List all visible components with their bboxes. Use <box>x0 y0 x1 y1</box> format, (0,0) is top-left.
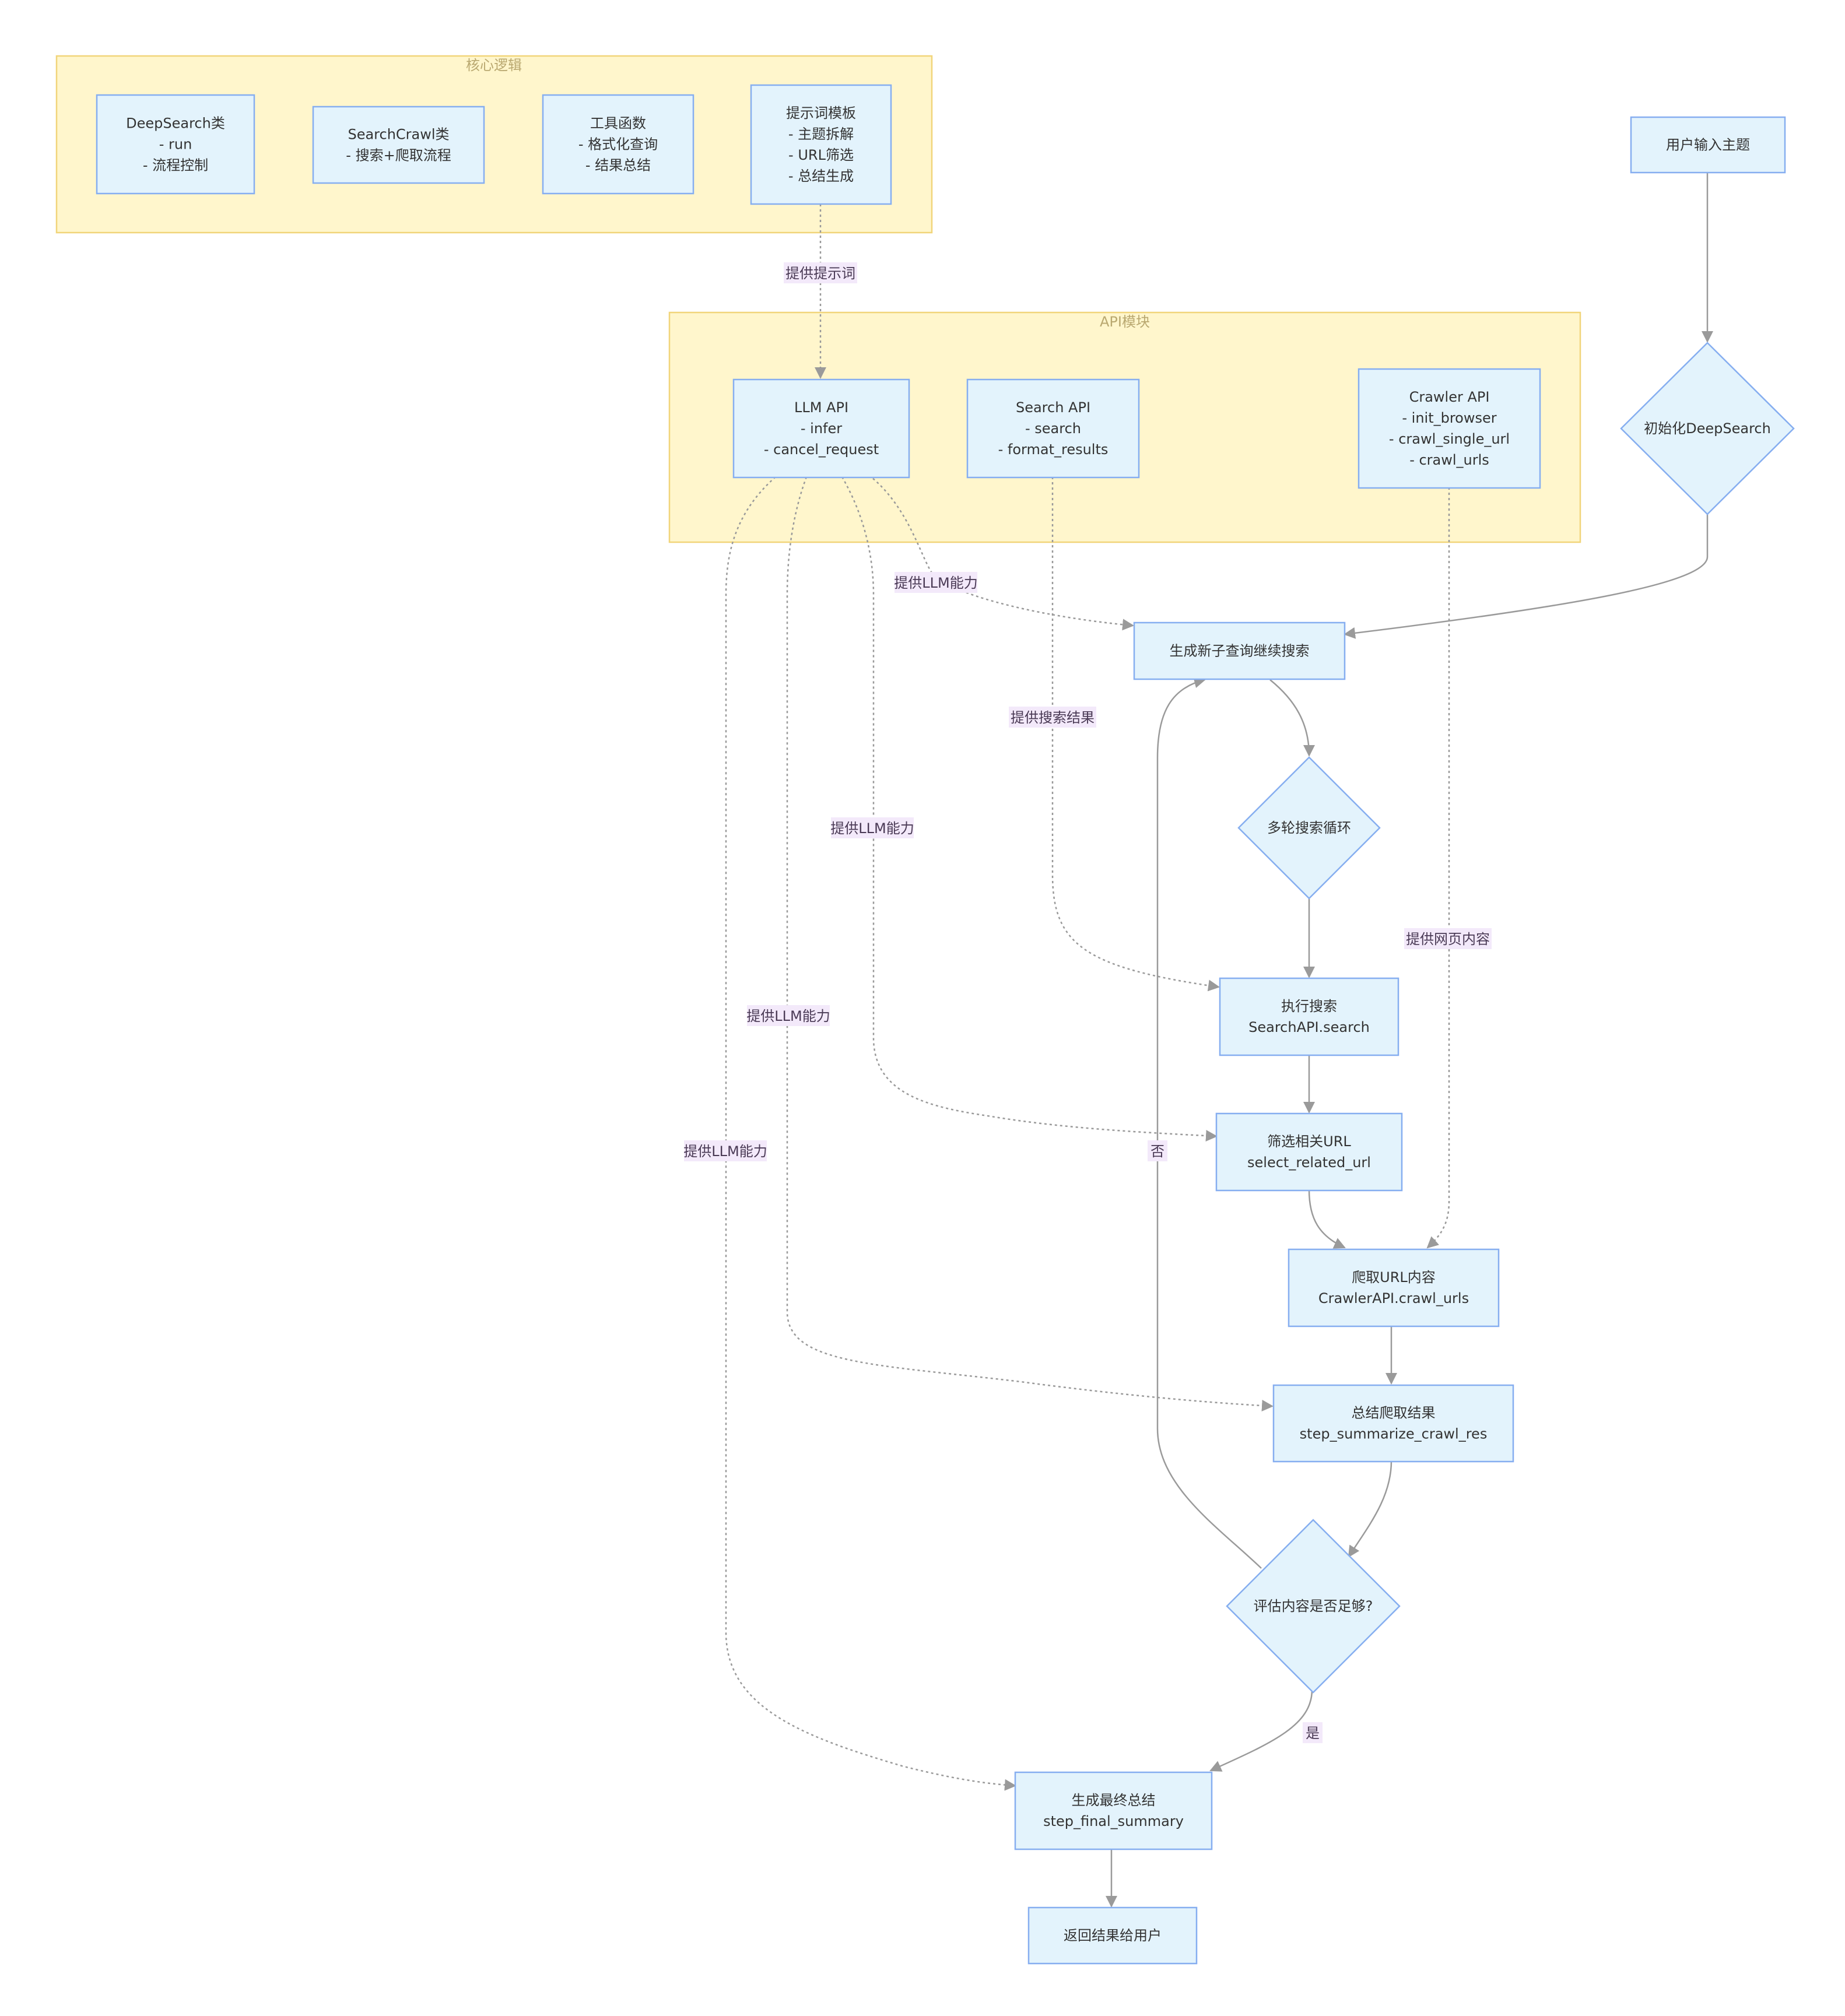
node-summarize-crawl-text: 总结爬取结果 step_summarize_crawl_res <box>1300 1405 1488 1442</box>
node-text-line: - infer <box>801 420 842 437</box>
node-llm-api: LLM API - infer - cancel_request <box>732 378 910 479</box>
node-text-line: 评估内容是否足够? <box>1254 1598 1373 1614</box>
node-text-line: - search <box>1025 420 1081 437</box>
node-deepsearch-class-text: DeepSearch类 - run - 流程控制 <box>126 115 225 174</box>
node-init-deepsearch: 初始化DeepSearch <box>1620 342 1795 515</box>
edge-label-llm-final: 提供LLM能力 <box>683 1143 767 1160</box>
edge-label-llm-subquery: 提供LLM能力 <box>894 575 977 591</box>
node-text-line: SearchCrawl类 <box>348 127 449 143</box>
edge-label-llm-summarize: 提供LLM能力 <box>746 1008 830 1024</box>
node-text-line: 筛选相关URL <box>1267 1133 1351 1150</box>
edge-label-provide-prompt: 提供提示词 <box>785 265 855 282</box>
edge-summarize-to-evaluate <box>1348 1460 1392 1558</box>
node-evaluate: 评估内容是否足够? <box>1226 1519 1401 1694</box>
node-deepsearch-class: DeepSearch类 - run - 流程控制 <box>96 94 255 195</box>
edge-select-to-crawl <box>1308 1189 1346 1249</box>
node-exec-search: 执行搜索 SearchAPI.search <box>1219 977 1399 1056</box>
edge-web-content <box>1426 487 1450 1249</box>
edge-llm-to-select <box>841 476 1218 1142</box>
node-text-line: 执行搜索 <box>1281 998 1337 1014</box>
node-llm-api-text: LLM API - infer - cancel_request <box>764 399 879 458</box>
edge-labels: 提供提示词 提供LLM能力 提供搜索结果 提供LLM能力 提供网页内容 提供LL… <box>683 262 1492 1743</box>
node-text-line: step_summarize_crawl_res <box>1300 1426 1488 1442</box>
edge-subquery-to-loop <box>1269 679 1315 757</box>
node-text-line: - 格式化查询 <box>578 136 658 153</box>
node-select-url-text: 筛选相关URL select_related_url <box>1247 1133 1371 1171</box>
node-text-line: - URL筛选 <box>788 147 854 163</box>
node-return-result: 返回结果给用户 <box>1027 1906 1198 1965</box>
node-evaluate-text: 评估内容是否足够? <box>1254 1598 1373 1614</box>
node-searchcrawl-class: SearchCrawl类 - 搜索+爬取流程 <box>312 106 485 184</box>
node-text-line: - run <box>159 136 192 153</box>
node-multi-round-text: 多轮搜索循环 <box>1267 820 1351 836</box>
node-text-line: select_related_url <box>1247 1154 1371 1171</box>
node-tools-text: 工具函数 - 格式化查询 - 结果总结 <box>578 115 658 174</box>
node-text-line: - crawl_single_url <box>1389 431 1510 447</box>
node-text-line: 提示词模板 <box>786 105 856 121</box>
edge-init-to-subquery <box>1344 514 1709 639</box>
edge-search-results <box>1051 477 1220 992</box>
node-text-line: Search API <box>1016 399 1090 416</box>
node-text-line: - 主题拆解 <box>788 126 854 142</box>
node-return-result-text: 返回结果给用户 <box>1064 1927 1162 1944</box>
node-exec-search-text: 执行搜索 SearchAPI.search <box>1248 998 1370 1035</box>
node-text-line: - 搜索+爬取流程 <box>346 147 451 164</box>
edge-evaluate-no-loop <box>1156 676 1262 1569</box>
cluster-api-module-title: API模块 <box>1100 314 1150 330</box>
node-user-input: 用户输入主题 <box>1630 116 1786 174</box>
node-prompt-templates: 提示词模板 - 主题拆解 - URL筛选 - 总结生成 <box>750 84 892 205</box>
edge-label-web-content: 提供网页内容 <box>1406 931 1490 947</box>
node-crawl-content: 爬取URL内容 CrawlerAPI.crawl_urls <box>1288 1248 1500 1327</box>
node-text-line: - 流程控制 <box>143 157 208 174</box>
node-text-line: 爬取URL内容 <box>1352 1269 1436 1286</box>
node-text-line: 总结爬取结果 <box>1352 1405 1436 1421</box>
node-tools: 工具函数 - 格式化查询 - 结果总结 <box>542 94 694 195</box>
node-gen-subquery: 生成新子查询继续搜索 <box>1133 621 1346 680</box>
node-final-summary-text: 生成最终总结 step_final_summary <box>1043 1792 1184 1829</box>
node-text-line: - cancel_request <box>764 441 879 458</box>
node-crawler-api: Crawler API - init_browser - crawl_single_… <box>1358 368 1541 489</box>
node-text-line: Crawler API <box>1409 389 1490 405</box>
node-text-line: - crawl_urls <box>1409 452 1489 468</box>
edge-llm-to-final <box>725 476 1016 1791</box>
node-text-line: CrawlerAPI.crawl_urls <box>1318 1290 1469 1306</box>
node-text-line: 用户输入主题 <box>1666 137 1750 153</box>
node-summarize-crawl: 总结爬取结果 step_summarize_crawl_res <box>1272 1384 1514 1463</box>
node-search-api: Search API - search - format_results <box>966 378 1140 479</box>
node-text-line: SearchAPI.search <box>1248 1019 1370 1035</box>
node-text-line: 多轮搜索循环 <box>1267 820 1351 836</box>
edge-label-no: 否 <box>1151 1143 1164 1160</box>
node-prompt-templates-text: 提示词模板 - 主题拆解 - URL筛选 - 总结生成 <box>786 105 856 184</box>
node-searchcrawl-class-text: SearchCrawl类 - 搜索+爬取流程 <box>346 127 451 164</box>
node-crawler-api-text: Crawler API - init_browser - crawl_single_… <box>1389 389 1510 468</box>
node-search-api-text: Search API - search - format_results <box>998 399 1109 458</box>
node-text-line: DeepSearch类 <box>126 115 225 132</box>
node-text-line: - init_browser <box>1402 410 1496 426</box>
node-text-line: LLM API <box>794 399 848 416</box>
node-text-line: 生成新子查询继续搜索 <box>1170 643 1310 659</box>
edge-evaluate-yes-final <box>1209 1689 1313 1772</box>
node-text-line: 初始化DeepSearch <box>1644 420 1771 437</box>
edge-label-search-results: 提供搜索结果 <box>1011 710 1095 726</box>
node-text-line: - 总结生成 <box>788 168 854 184</box>
node-text-line: 返回结果给用户 <box>1064 1927 1162 1944</box>
node-multi-round: 多轮搜索循环 <box>1237 756 1381 900</box>
node-crawl-content-text: 爬取URL内容 CrawlerAPI.crawl_urls <box>1318 1269 1469 1306</box>
edge-label-llm-select: 提供LLM能力 <box>830 820 914 837</box>
edge-label-yes: 是 <box>1306 1725 1320 1741</box>
node-select-url: 筛选相关URL select_related_url <box>1215 1112 1403 1192</box>
node-gen-subquery-text: 生成新子查询继续搜索 <box>1170 643 1310 659</box>
node-text-line: - 结果总结 <box>585 157 651 174</box>
node-user-input-text: 用户输入主题 <box>1666 137 1750 153</box>
cluster-core-logic-title: 核心逻辑 <box>466 57 522 73</box>
node-final-summary: 生成最终总结 step_final_summary <box>1014 1771 1213 1850</box>
node-init-deepsearch-text: 初始化DeepSearch <box>1644 420 1771 437</box>
node-text-line: - format_results <box>998 441 1109 458</box>
edge-llm-to-summarize <box>786 476 1274 1412</box>
node-text-line: 工具函数 <box>590 115 646 132</box>
node-text-line: 生成最终总结 <box>1072 1792 1156 1808</box>
node-text-line: step_final_summary <box>1043 1813 1184 1829</box>
